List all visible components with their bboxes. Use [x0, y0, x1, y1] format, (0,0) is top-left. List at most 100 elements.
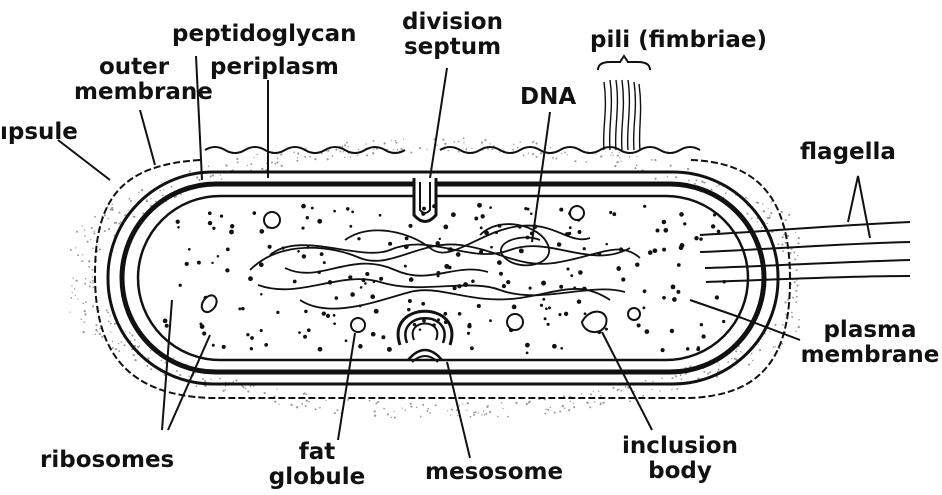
capsule-stipple-dot — [775, 346, 776, 347]
fat-globule-circle — [351, 318, 365, 332]
capsule-stipple-dot — [89, 285, 91, 287]
capsule-stipple-dot — [306, 399, 308, 401]
ribosome-dot — [663, 228, 668, 233]
capsule-stipple-dot — [114, 222, 116, 224]
capsule-stipple-dot — [704, 182, 706, 184]
capsule-stipple-dot — [459, 405, 460, 406]
capsule-stipple-dot — [308, 401, 309, 402]
capsule-stipple-dot — [795, 301, 797, 303]
capsule-stipple-dot — [507, 416, 509, 418]
capsule-stipple-dot — [614, 165, 616, 167]
ribosome-dot — [260, 293, 263, 296]
ribosome-dot — [637, 323, 641, 327]
capsule-stipple-dot — [319, 407, 321, 409]
capsule-stipple-dot — [791, 316, 793, 318]
capsule-stipple-dot — [84, 313, 86, 315]
capsule-stipple-dot — [247, 390, 249, 392]
capsule-stipple-dot — [403, 138, 404, 139]
capsule-stipple-dot — [395, 142, 397, 144]
ribosome-dot — [584, 312, 587, 315]
capsule-stipple-dot — [71, 285, 72, 286]
ribosome-dot — [481, 214, 485, 218]
capsule-stipple-dot — [757, 202, 759, 204]
ribosome-dot — [212, 344, 215, 347]
capsule-stipple-dot — [150, 368, 152, 370]
capsule-stipple-dot — [763, 210, 765, 212]
capsule-stipple-dot — [99, 328, 100, 329]
capsule-stipple-dot — [463, 137, 465, 139]
ribosome-dot — [686, 347, 690, 351]
capsule-stipple-dot — [774, 324, 776, 326]
ribosome-dot — [298, 331, 301, 334]
capsule-stipple-dot — [552, 157, 554, 159]
ribosome-dot — [318, 347, 323, 352]
capsule-stipple-dot — [296, 406, 298, 408]
capsule-stipple-dot — [92, 276, 93, 277]
ribosome-dot — [252, 211, 256, 215]
ribosome-dot — [345, 339, 348, 342]
ribosome-dot — [357, 237, 360, 240]
capsule-stipple-dot — [794, 258, 796, 260]
capsule-stipple-dot — [475, 411, 477, 413]
ribosome-dot — [545, 307, 548, 310]
capsule-stipple-dot — [394, 417, 396, 419]
capsule-stipple-dot — [540, 152, 542, 154]
capsule-stipple-dot — [762, 203, 763, 204]
capsule-stipple-dot — [280, 153, 282, 155]
capsule-stipple-dot — [616, 161, 618, 163]
ribosomes-label: ribosomes — [40, 448, 174, 473]
capsule-stipple-dot — [555, 158, 557, 160]
capsule-stipple-dot — [581, 393, 582, 394]
ribosome-dot — [364, 282, 367, 285]
capsule-stipple-dot — [717, 362, 718, 363]
capsule-stipple-dot — [75, 280, 77, 282]
ribosome-dot — [246, 333, 249, 336]
capsule-stipple-dot — [374, 410, 376, 412]
capsule-stipple-dot — [416, 407, 418, 409]
capsule-stipple-dot — [420, 416, 422, 418]
ribosome-dot — [605, 328, 608, 331]
ribosome-dot — [525, 343, 530, 348]
capsule-stipple-dot — [274, 163, 276, 165]
capsule-stipple-dot — [121, 341, 123, 343]
capsule-stipple-dot — [759, 349, 761, 351]
capsule-stipple-dot — [410, 152, 412, 154]
capsule-stipple-dot — [163, 189, 164, 190]
capsule-stipple-dot — [107, 312, 109, 314]
ribosome-dot — [497, 260, 502, 265]
ribosome-dot — [643, 205, 646, 208]
capsule-stipple-dot — [383, 408, 385, 410]
capsule-stipple-dot — [766, 223, 768, 225]
ribosome-dot — [662, 220, 667, 225]
capsule-stipple-dot — [87, 241, 89, 243]
capsule-stipple-dot — [274, 401, 276, 403]
ribosome-dot — [346, 207, 350, 211]
capsule-stipple-dot — [462, 403, 463, 404]
capsule-stipple-dot — [90, 281, 92, 283]
capsule-stipple-dot — [94, 216, 96, 218]
capsule-stipple-dot — [570, 401, 571, 402]
capsule-stipple-dot — [478, 413, 479, 414]
capsule-stipple-dot — [110, 315, 111, 316]
capsule-stipple-dot — [93, 232, 95, 234]
pili-label: pili (fimbriae) — [590, 28, 767, 53]
ribosome-dot — [489, 319, 492, 322]
ribosome-dot — [370, 294, 375, 299]
granule-circle — [570, 206, 584, 220]
outer-membrane-label: outer membrane — [74, 55, 194, 105]
ribosome-dot — [419, 328, 422, 331]
capsule-stipple-dot — [104, 230, 106, 232]
ribosome-dot — [407, 308, 410, 311]
capsule-stipple-dot — [130, 200, 132, 202]
capsule-stipple-dot — [621, 390, 623, 392]
capsule-stipple-dot — [245, 388, 247, 390]
capsule-stipple-dot — [751, 218, 753, 220]
ribosome-dot — [229, 230, 234, 235]
capsule-stipple-dot — [794, 281, 796, 283]
capsule-stipple-dot — [208, 166, 210, 168]
granule-circle — [264, 212, 280, 228]
capsule-stipple-dot — [97, 331, 98, 332]
capsule-stipple-dot — [236, 158, 238, 160]
ribosome-dot — [566, 267, 569, 270]
ribosome-dot — [188, 248, 191, 251]
